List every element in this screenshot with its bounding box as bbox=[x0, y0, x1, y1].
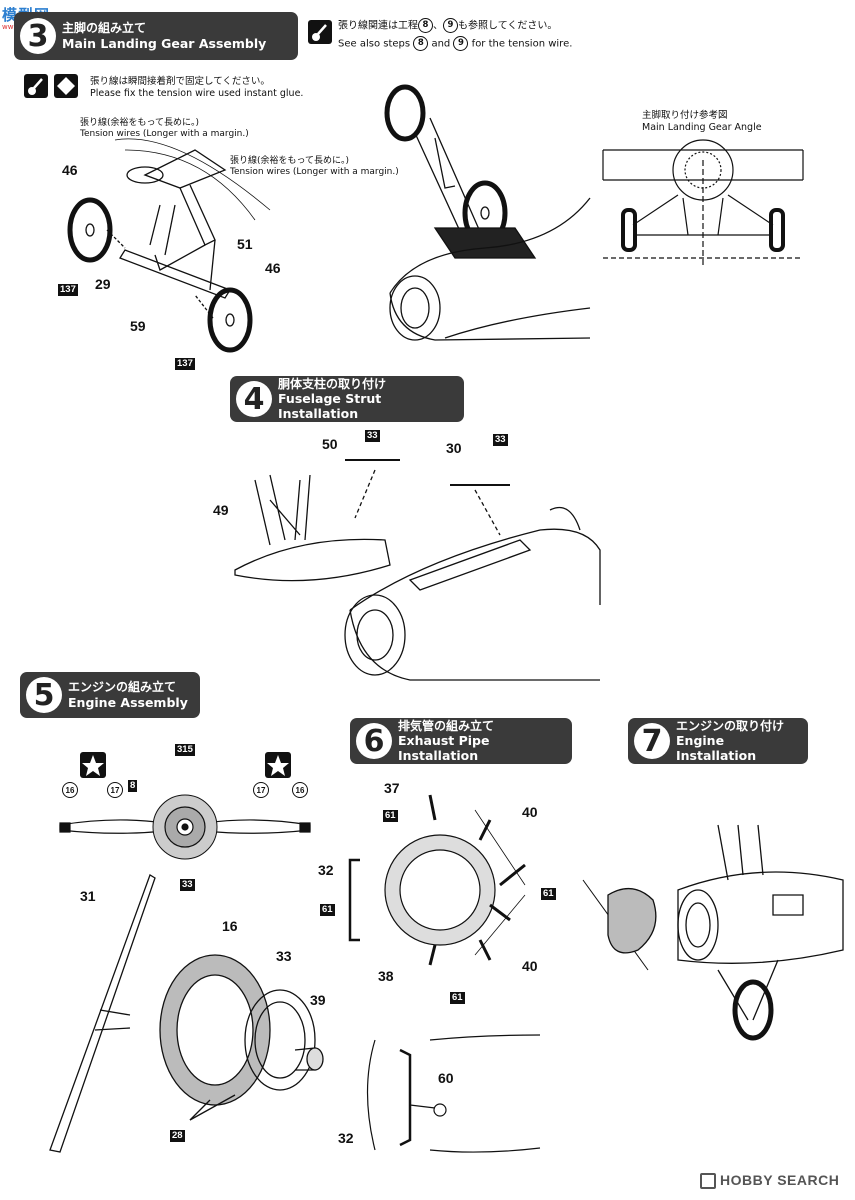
step4-title-jp: 胴体支柱の取り付け bbox=[278, 376, 387, 391]
part-30: 30 bbox=[446, 440, 462, 456]
decal-17-b: 17 bbox=[253, 782, 269, 798]
step4-header: 4 胴体支柱の取り付け Fuselage Strut Installation bbox=[230, 376, 464, 422]
step6-title-jp: 排気管の組み立て bbox=[398, 718, 495, 733]
part-60: 60 bbox=[438, 1070, 454, 1086]
part-40-a: 40 bbox=[522, 804, 538, 820]
propeller-engine-front bbox=[55, 790, 315, 870]
gear-angle-note: 主脚取り付け参考図 Main Landing Gear Angle bbox=[642, 110, 762, 133]
glue-bottle-icon bbox=[308, 20, 332, 44]
part-61-b: 61 bbox=[320, 904, 335, 916]
step5-number: 5 bbox=[26, 677, 62, 713]
part-39: 39 bbox=[310, 992, 326, 1008]
exhaust-front-drawing bbox=[340, 790, 560, 990]
exhaust-side-drawing bbox=[340, 1030, 540, 1160]
logo-mark-icon bbox=[700, 1173, 716, 1190]
step5-title-en: Engine Assembly bbox=[68, 694, 188, 710]
step4-number: 4 bbox=[236, 381, 272, 417]
step7-header: 7 エンジンの取り付け Engine Installation bbox=[628, 718, 808, 764]
decal-16-b: 16 bbox=[292, 782, 308, 798]
part-33-a: 33 bbox=[365, 430, 380, 442]
step6-header: 6 排気管の組み立て Exhaust Pipe Installation bbox=[350, 718, 572, 764]
part-137-b: 137 bbox=[175, 358, 195, 370]
part-33-b: 33 bbox=[493, 434, 508, 446]
aircraft-gear-perspective bbox=[375, 78, 590, 348]
part-40-b: 40 bbox=[522, 958, 538, 974]
step5-title-jp: エンジンの組み立て bbox=[68, 680, 177, 695]
tension-note-a: 張り線(余裕をもって長めに。) Tension wires (Longer wi… bbox=[80, 118, 249, 140]
part-46-b: 46 bbox=[265, 260, 281, 276]
step7-title-en: Engine Installation bbox=[676, 733, 757, 764]
step6-title-en: Exhaust Pipe Installation bbox=[398, 733, 490, 764]
diamond-icon bbox=[54, 74, 78, 98]
part-59: 59 bbox=[130, 318, 146, 334]
part-29: 29 bbox=[95, 276, 111, 292]
decal-16-a: 16 bbox=[62, 782, 78, 798]
part-33-d: 33 bbox=[276, 948, 292, 964]
part-50: 50 bbox=[322, 436, 338, 452]
step3-title-en: Main Landing Gear Assembly bbox=[62, 35, 267, 51]
part-33-c: 33 bbox=[180, 879, 195, 891]
glue-bottle-icon-2 bbox=[24, 74, 48, 98]
step5-header: 5 エンジンの組み立て Engine Assembly bbox=[20, 672, 200, 718]
part-61-a: 61 bbox=[383, 810, 398, 822]
part-51: 51 bbox=[237, 236, 253, 252]
part-16-c: 16 bbox=[222, 918, 238, 934]
step7-title-jp: エンジンの取り付け bbox=[676, 718, 785, 733]
part-38: 38 bbox=[378, 968, 394, 984]
hobby-search-logo: HOBBY SEARCH bbox=[700, 1172, 839, 1190]
step3-title-jp: 主脚の組み立て bbox=[62, 21, 147, 36]
step3-header: 3 主脚の組み立て Main Landing Gear Assembly bbox=[14, 12, 298, 60]
part-137-a: 137 bbox=[58, 284, 78, 296]
fuselage-strut-drawing bbox=[210, 440, 610, 680]
gear-angle-drawing bbox=[603, 140, 803, 270]
glue-note: 張り線は瞬間接着剤で固定してください。 Please fix the tensi… bbox=[90, 76, 304, 99]
part-37: 37 bbox=[384, 780, 400, 796]
part-32-a: 32 bbox=[318, 862, 334, 878]
star-icon bbox=[80, 752, 106, 778]
decal-17-a: 17 bbox=[107, 782, 123, 798]
part-61-d: 61 bbox=[450, 992, 465, 1004]
engine-installation-drawing bbox=[578, 820, 843, 1040]
landing-gear-drawing bbox=[55, 130, 295, 360]
step6-number: 6 bbox=[356, 723, 392, 759]
part-315: 315 bbox=[175, 744, 195, 756]
star-icon-2 bbox=[265, 752, 291, 778]
tension-note-b: 張り線(余裕をもって長めに。) Tension wires (Longer wi… bbox=[230, 156, 399, 178]
step4-title-en: Fuselage Strut Installation bbox=[278, 391, 382, 422]
engine-exploded-drawing bbox=[40, 870, 340, 1170]
part-46-a: 46 bbox=[62, 162, 78, 178]
part-49: 49 bbox=[213, 502, 229, 518]
step3-number: 3 bbox=[20, 18, 56, 54]
step7-number: 7 bbox=[634, 723, 670, 759]
part-32-b: 32 bbox=[338, 1130, 354, 1146]
part-61-c: 61 bbox=[541, 888, 556, 900]
part-28: 28 bbox=[170, 1130, 185, 1142]
part-31: 31 bbox=[80, 888, 96, 904]
part-8: 8 bbox=[128, 780, 138, 792]
